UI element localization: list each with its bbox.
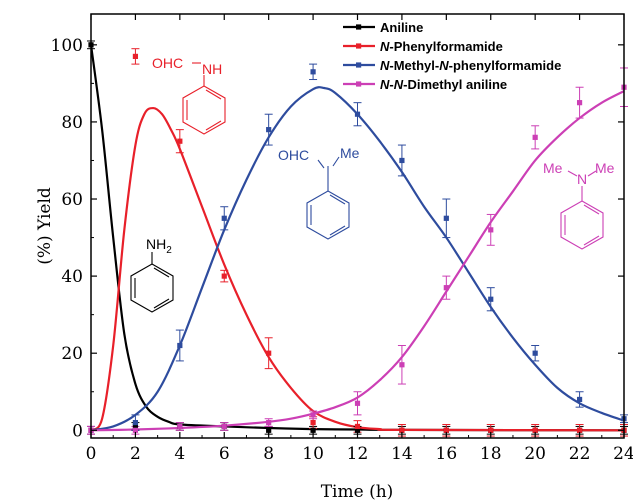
n-methyl-n-phenylformamide-point — [576, 396, 583, 403]
dimethylaniline-n-label: N — [577, 171, 587, 187]
methylphenylformamide-ohc-label: OHC — [278, 147, 309, 163]
phenylformamide-nh-label: NH — [202, 61, 222, 77]
n-methyl-n-phenylformamide-point — [399, 157, 405, 164]
n-methyl-n-phenylformamide-point — [488, 296, 494, 302]
aniline-curve — [91, 44, 624, 432]
n-phenylformamide-point — [532, 427, 538, 433]
n-n-dimethyl-aniline-point — [488, 227, 494, 233]
y-tick-label: 100 — [51, 36, 83, 56]
n-methyl-n-phenylformamide-point — [266, 127, 272, 133]
x-tick-label: 6 — [219, 444, 230, 464]
aniline-structure — [130, 252, 174, 313]
x-tick-label: 4 — [174, 444, 185, 464]
n-methyl-n-phenylformamide-point — [532, 350, 538, 356]
n-n-dimethyl-aniline-point — [532, 134, 538, 140]
n-methyl-n-phenylformamide-point — [310, 69, 316, 75]
aniline-point — [354, 427, 361, 433]
x-tick-label: 22 — [569, 444, 591, 464]
n-methyl-n-phenylformamide-point — [221, 215, 227, 221]
n-phenylformamide-point — [266, 350, 272, 356]
aniline-point — [266, 427, 272, 433]
n-n-dimethyl-aniline-point — [132, 427, 139, 433]
n-n-dimethyl-aniline-point — [177, 423, 183, 430]
n-phenylformamide-point — [576, 427, 583, 433]
n-n-dimethyl-aniline-point — [576, 100, 583, 106]
y-axis-label: (%) Yield — [35, 187, 55, 265]
x-tick-label: 2 — [130, 444, 141, 464]
methylphenylformamide-me-label: Me — [340, 145, 360, 161]
fit-curves — [91, 44, 624, 432]
aniline-point — [310, 427, 316, 433]
x-tick-label: 8 — [263, 444, 274, 464]
y-tick-label: 0 — [72, 421, 83, 441]
dimethylaniline-me-left-label: Me — [543, 160, 563, 176]
x-tick-label: 0 — [86, 444, 97, 464]
legend-swatch-marker — [356, 43, 362, 49]
n-n-dimethyl-aniline-point — [310, 412, 316, 418]
legend: AnilineN-PhenylformamideN-Methyl-N-pheny… — [343, 20, 561, 92]
n-methyl-n-phenylformamide-curve — [91, 86, 624, 432]
axis-ticks — [90, 14, 625, 438]
dimethylaniline-structure — [560, 170, 604, 250]
y-tick-label: 20 — [61, 344, 83, 364]
x-tick-label: 24 — [613, 444, 633, 464]
x-tick-label: 16 — [436, 444, 458, 464]
legend-swatch-marker — [356, 24, 362, 30]
legend-entry-label: N-N-Dimethyl aniline — [380, 77, 507, 92]
y-tick-label: 80 — [61, 113, 83, 133]
x-tick-label: 20 — [524, 444, 546, 464]
aniline-point — [132, 423, 139, 430]
n-n-dimethyl-aniline-curve — [91, 90, 624, 432]
data-markers — [88, 42, 627, 433]
n-phenylformamide-point — [354, 423, 361, 430]
methylphenylformamide-structure — [306, 156, 350, 240]
n-n-dimethyl-aniline-point — [399, 362, 405, 368]
n-methyl-n-phenylformamide-point — [354, 111, 361, 117]
dimethylaniline-me-right-label: Me — [595, 160, 615, 176]
y-tick-label: 40 — [61, 267, 83, 287]
legend-entry-label: N-Phenylformamide — [380, 39, 503, 54]
y-tick-label: 60 — [61, 190, 83, 210]
x-axis-label: Time (h) — [321, 482, 394, 502]
n-phenylformamide-point — [488, 427, 494, 433]
n-methyl-n-phenylformamide-point — [443, 215, 449, 221]
n-n-dimethyl-aniline-point — [221, 423, 227, 430]
n-phenylformamide-point — [310, 419, 316, 426]
phenylformamide-structure — [182, 62, 226, 135]
n-n-dimethyl-aniline-point — [354, 400, 361, 406]
n-n-dimethyl-aniline-point — [266, 419, 272, 426]
n-phenylformamide-point — [132, 53, 139, 59]
x-tick-label: 10 — [302, 444, 324, 464]
n-phenylformamide-point — [177, 138, 183, 144]
legend-swatch-marker — [356, 81, 362, 87]
x-tick-label: 12 — [347, 444, 369, 464]
aniline-nh2-label: NH2 — [146, 236, 172, 256]
legend-swatch-marker — [356, 62, 362, 68]
n-methyl-n-phenylformamide-point — [177, 342, 183, 349]
x-tick-label: 18 — [480, 444, 502, 464]
x-tick-label: 14 — [391, 444, 413, 464]
legend-entry-label: N-Methyl-N-phenylformamide — [380, 58, 561, 73]
n-phenylformamide-point — [399, 427, 405, 433]
n-methyl-n-phenylformamide-point — [132, 419, 139, 426]
n-phenylformamide-point — [443, 427, 449, 433]
n-phenylformamide-curve — [91, 106, 624, 432]
legend-entry-label: Aniline — [380, 20, 423, 35]
n-phenylformamide-point — [221, 273, 227, 279]
phenylformamide-ohc-label: OHC — [152, 55, 183, 71]
n-n-dimethyl-aniline-point — [443, 285, 449, 291]
